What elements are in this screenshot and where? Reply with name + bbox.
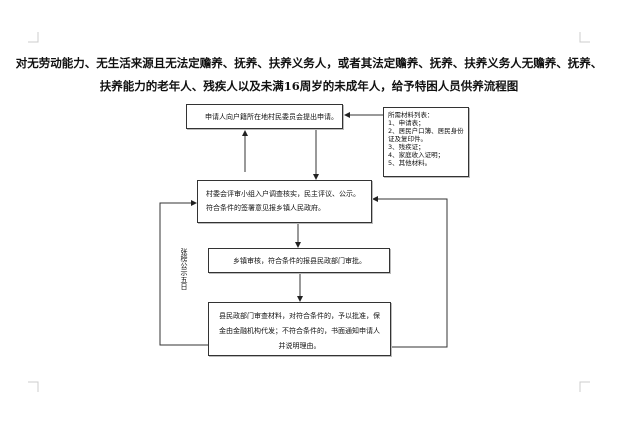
step4-text: 县民政部门审查材料，对符合条件的，予以批准，保金由金融机构代发；不符合条件的，书… <box>219 312 380 350</box>
step3-box: 乡镇审核，符合条件的报县民政部门审批。 <box>208 248 390 273</box>
step1-text: 申请人向户籍所在地村民委员会提出申请。 <box>205 113 338 121</box>
corner-mark <box>579 381 590 392</box>
page-title-line2: 扶养能力的老年人、残疾人以及未满16周岁的未成年人，给予特困人员供养流程图 <box>99 79 519 93</box>
arrow-left-loop <box>159 200 208 346</box>
corner-mark <box>579 32 590 43</box>
materials-item: 3、残疾证； <box>388 143 425 151</box>
step4-box: 县民政部门审查材料，对符合条件的，予以批准，保金由金融机构代发；不符合条件的，书… <box>208 302 391 356</box>
step2-box: 村委会评审小组入户调查核实，民主评议、公示。符合条件的签署意见报乡镇人民政府。 <box>197 180 372 223</box>
step3-text: 乡镇审核，符合条件的报县民政部门审批。 <box>233 257 366 265</box>
corner-mark <box>28 32 39 43</box>
corner-mark <box>28 381 39 392</box>
materials-box: 所需材料列表： 1、申请表； 2、居民户口簿、居民身份证及复印件。 3、残疾证；… <box>383 107 469 177</box>
materials-item: 4、家庭收入证明； <box>388 151 445 159</box>
materials-item: 2、居民户口簿、居民身份证及复印件。 <box>388 127 464 143</box>
page-title-line1: 对无劳动能力、无生活来源且无法定赡养、抚养、扶养义务人，或者其法定赡养、抚养、扶… <box>15 56 603 70</box>
step2-text: 村委会评审小组入户调查核实，民主评议、公示。符合条件的签署意见报乡镇人民政府。 <box>206 190 360 212</box>
materials-heading: 所需材料列表： <box>388 111 434 119</box>
arrow-right-loop <box>372 196 448 348</box>
materials-item: 1、申请表； <box>388 119 425 127</box>
materials-item: 5、其他材料。 <box>388 159 432 167</box>
public-notice-label: 张榜公示五日 <box>180 248 188 290</box>
step1-box: 申请人向户籍所在地村民委员会提出申请。 <box>186 104 343 129</box>
